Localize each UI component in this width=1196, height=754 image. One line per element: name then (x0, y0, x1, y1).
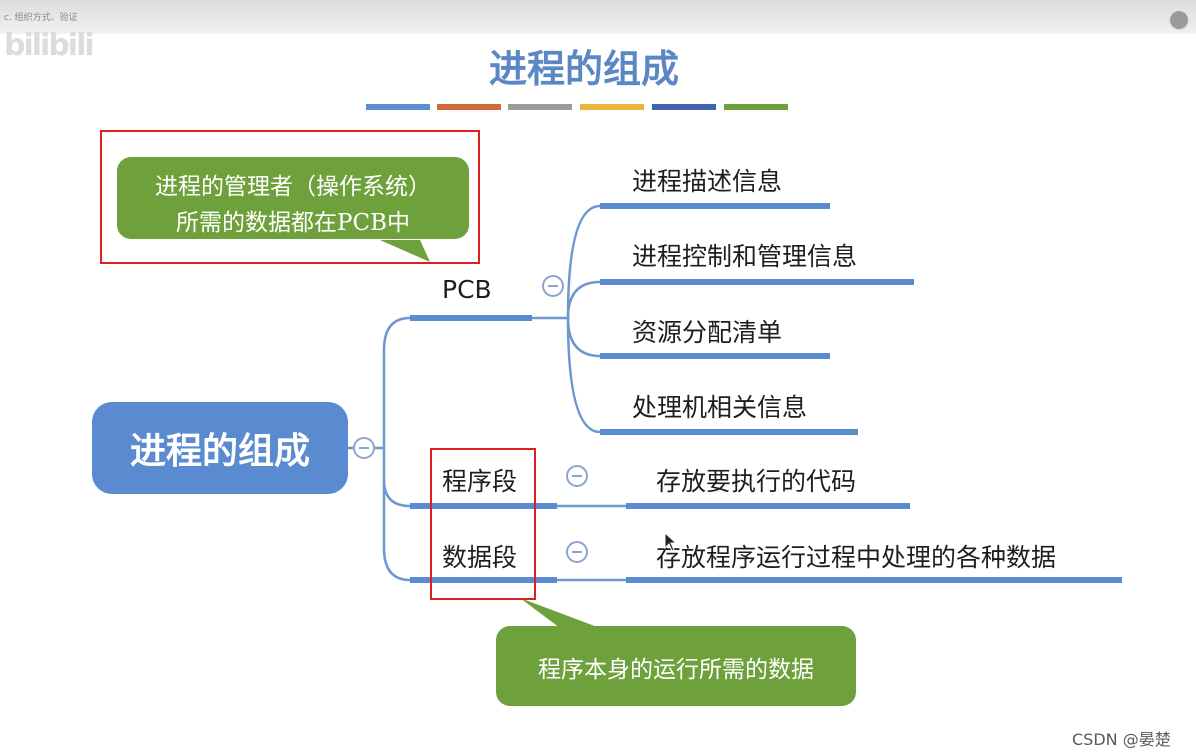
breadcrumb: c. 组织方式、验证 (4, 13, 78, 23)
program-segment-child[interactable]: 存放要执行的代码 (656, 467, 857, 496)
title-underline-segment (580, 104, 644, 110)
watermark: CSDN @晏楚 (1072, 730, 1171, 749)
pcb-child-resource[interactable]: 资源分配清单 (632, 318, 783, 347)
callout-top-line2: 所需的数据都在PCB中 (176, 210, 410, 236)
callout-bottom-text: 程序本身的运行所需的数据 (538, 657, 814, 683)
collapse-icon[interactable] (566, 541, 588, 563)
callout-top: 进程的管理者（操作系统） 所需的数据都在PCB中 (117, 157, 469, 239)
collapse-icon[interactable] (566, 465, 588, 487)
highlight-box-top (100, 130, 480, 264)
main-node[interactable]: 进程的组成 (92, 402, 348, 494)
title-underline-segment (508, 104, 572, 110)
pcb-node[interactable]: PCB (442, 275, 492, 304)
pcb-child-description[interactable]: 进程描述信息 (632, 167, 783, 196)
user-icon[interactable] (1168, 9, 1190, 31)
collapse-icon[interactable] (542, 275, 564, 297)
pcb-child-control[interactable]: 进程控制和管理信息 (632, 242, 858, 271)
collapse-icon[interactable] (353, 437, 375, 459)
title-underline-segment (437, 104, 501, 110)
mouse-cursor-icon (664, 532, 678, 552)
data-segment-node[interactable]: 数据段 (442, 543, 518, 572)
bilibili-logo: bilibili (4, 28, 95, 63)
pcb-child-processor[interactable]: 处理机相关信息 (632, 393, 808, 422)
title-underline-segment (724, 104, 788, 110)
callout-bottom: 程序本身的运行所需的数据 (496, 626, 856, 706)
highlight-box-segments (430, 448, 536, 600)
title-underline-segment (652, 104, 716, 110)
callout-top-line1: 进程的管理者（操作系统） (155, 174, 431, 200)
program-segment-node[interactable]: 程序段 (442, 467, 518, 496)
callout-bottom-pointer (520, 598, 600, 628)
top-bar: c. 组织方式、验证 (0, 0, 1196, 34)
page-title: 进程的组成 (488, 47, 679, 91)
title-underline-segment (366, 104, 430, 110)
callout-top-pointer (380, 240, 430, 262)
data-segment-child[interactable]: 存放程序运行过程中处理的各种数据 (656, 543, 1057, 572)
